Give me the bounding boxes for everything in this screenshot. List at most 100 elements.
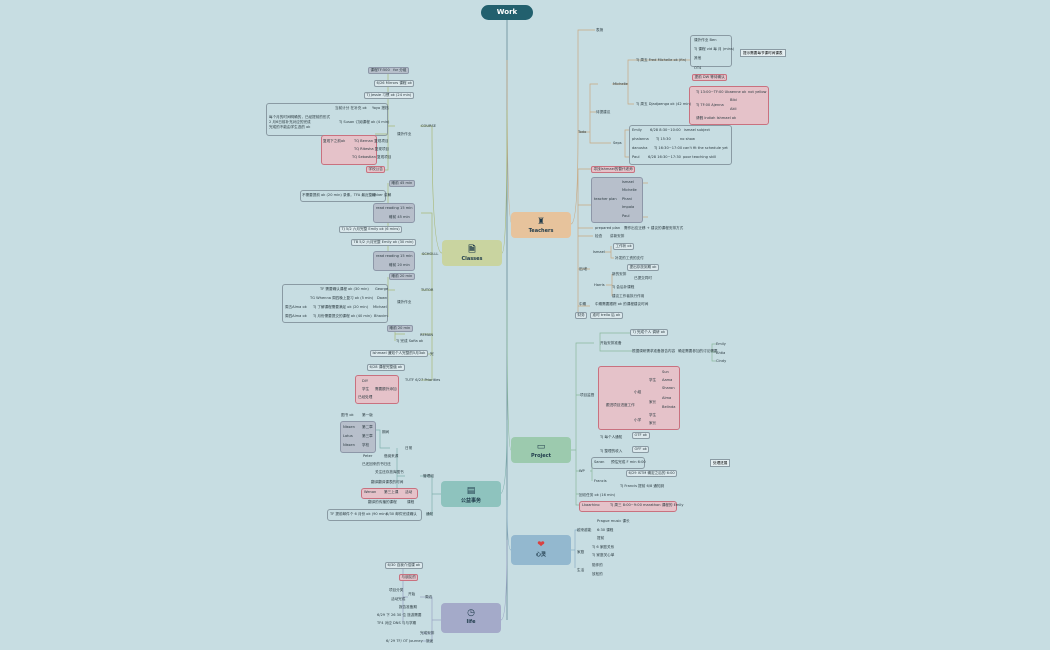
project-6[interactable]: Lkaarhino (582, 503, 600, 507)
heart-3a[interactable]: 陪伴的 (592, 563, 603, 567)
fred-sub-1[interactable]: 课外作业 Ben (694, 38, 717, 42)
progress-callout[interactable]: 处理进展 (710, 459, 731, 467)
heart-2a[interactable]: TJ 6 家庭关系 (592, 545, 615, 549)
harris-4[interactable]: 建议工作者执行作用 (612, 294, 645, 298)
opt-1[interactable]: 复现下之前ok (323, 139, 346, 143)
life-travel[interactable]: 周边 (425, 595, 433, 599)
schedule-callout[interactable]: 提示需要每节课时间课表 (740, 49, 786, 57)
school-5[interactable]: TB 5/2 六月完整 Emily ok (30 min) (351, 239, 417, 246)
life-3b[interactable]: 开始 (408, 592, 416, 596)
harris-3[interactable]: TJ 会后补课程 (612, 285, 635, 289)
dj-sub-2a[interactable]: Bibi (730, 98, 737, 102)
optional-work[interactable]: 课外作业 (397, 132, 412, 136)
tutor-2b[interactable]: George (375, 287, 389, 291)
tutor-4[interactable]: 周五Alma ok (285, 305, 307, 309)
tutor-2[interactable]: TF 需要确认课程 ok (30 min) (320, 287, 369, 291)
teachers-todo[interactable]: Todo (578, 130, 587, 134)
dj-sub-1b[interactable]: not yellow (748, 90, 767, 94)
reman-label[interactable]: REMAN (420, 333, 434, 337)
project-2b1a[interactable]: Sun (662, 370, 669, 374)
shop-mgmt[interactable]: 管理组 (423, 474, 434, 478)
midterm-desc[interactable]: 中期需要跟踪 ok 的课程建议时间 (595, 302, 649, 306)
check-desc[interactable]: 讲新安排 (610, 234, 625, 238)
life-7[interactable]: TF4 对应 DNS 与与学期 (377, 621, 417, 625)
tf-2b[interactable]: 需要额外添加 (375, 387, 397, 391)
midterm[interactable]: 中期 (579, 302, 587, 306)
project-4[interactable]: TJ 整理的收入 (600, 449, 623, 453)
school-2-label[interactable]: SCHOLLL (422, 252, 439, 256)
opt-2[interactable]: TQ Ritesha 复现项目 (354, 147, 390, 151)
fred-sub-3[interactable]: 其他 (694, 56, 702, 60)
dj-sub-3[interactable]: 请假 Indiah Ishmael ok (696, 116, 737, 120)
tf-2[interactable]: 学生 (362, 387, 370, 391)
node-shop[interactable]: ▤ 公益事务 (441, 481, 501, 507)
heart-1a[interactable]: Prague music 课长 (597, 519, 630, 523)
opt-1b[interactable]: TQ Bernan 复现项目 (354, 139, 389, 143)
life-1[interactable]: 6/30 自我介绍课 ok (385, 562, 423, 569)
project-1c1[interactable]: Emily (716, 342, 726, 346)
project-1a[interactable]: TJ 完成个人 调研 ok (630, 329, 668, 336)
teacher-plan[interactable]: teacher plan (594, 197, 617, 201)
school-7[interactable]: 睡前 20 min (389, 263, 410, 267)
harris-0[interactable]: 新的安排 (612, 272, 627, 276)
plan-m5[interactable]: Paul (622, 214, 630, 218)
life-6[interactable]: 6/29 下 26 30 位 旅游需要 (377, 613, 422, 617)
project-wp[interactable]: WP (579, 469, 585, 473)
project-2b2b[interactable]: Belinda (662, 405, 676, 409)
project-5[interactable]: 回访任务 ok (16 min) (579, 493, 616, 497)
heart-1c[interactable]: 提前 (597, 536, 605, 540)
project-2b2a[interactable]: Alma (662, 396, 672, 400)
project-2[interactable]: 项目监督 (580, 393, 595, 397)
tutor-5c[interactable]: Bhavim (374, 314, 388, 318)
shop-11[interactable]: TF 提前邮件个 6 月份 ok (90 min) (330, 512, 387, 516)
shop-5b[interactable]: 借阅来源 (384, 454, 399, 458)
fred-sub-2[interactable]: TJ 课程 vid 每 月 (mins) (694, 47, 735, 51)
tutor-3b[interactable]: Dawn (377, 296, 388, 300)
tutor-1[interactable]: 睡前 20 min (389, 273, 415, 280)
life-4[interactable]: 活动完成 (391, 597, 406, 601)
school-1[interactable]: 不需要提前 ok (20 min) (302, 193, 342, 197)
dj-sub-2b[interactable]: Akli (730, 107, 737, 111)
reman-2[interactable]: TJ 完成 Sofia ok (396, 339, 424, 343)
tutor-4b[interactable]: TJ 了解课程需要满足 ok (20 min) (313, 305, 369, 309)
dj-item[interactable]: TJ 周五 Djadjaenga ok (42 min) (636, 102, 692, 106)
project-wp2[interactable]: Francis (594, 479, 607, 483)
course-2[interactable]: 6/26 Mirrors 课程 ok (374, 80, 415, 87)
shop-daily[interactable]: 日常 (405, 446, 413, 450)
node-teachers[interactable]: ♜ Teachers (511, 212, 571, 238)
shop-course[interactable]: 课程 (407, 500, 415, 504)
shop-3b[interactable]: 第三章 (362, 434, 373, 438)
life-5[interactable]: 报告准备期 (399, 605, 417, 609)
project-wp1b[interactable]: 预估完成 F min 6:00 (611, 460, 646, 464)
project-2a[interactable]: 跟进项目进度工作 (606, 403, 635, 407)
check-item[interactable]: 检查 (595, 234, 603, 238)
finish-label[interactable]: 完 (430, 352, 434, 356)
teachers-praise[interactable]: 表扬 (596, 28, 604, 32)
tutor-homework[interactable]: 课外作业 (397, 300, 412, 304)
project-3b[interactable]: OTF ok (632, 432, 650, 439)
project-3[interactable]: TJ 每个人通知 (600, 435, 623, 439)
project-wp1[interactable]: Saran (594, 460, 605, 464)
project-2c1[interactable]: 学生 (649, 413, 657, 417)
root-node[interactable]: Work (481, 5, 533, 20)
life-9[interactable]: 旅途 (426, 639, 434, 643)
tutor-5b[interactable]: TJ 月份需要提交的课程 ok (40 min) (313, 314, 372, 318)
shop-11b[interactable]: 6/30 邮件完成确认 (386, 512, 417, 516)
heart-3[interactable]: 生活 (577, 568, 585, 572)
dj-sub-2[interactable]: TJ TF:00 Ajenna (696, 103, 724, 107)
school-1c[interactable]: Jocker 讲解 (372, 193, 392, 197)
shop-2b[interactable]: 第二章 (362, 425, 373, 429)
project-2b1[interactable]: 学生 (649, 378, 657, 382)
heart-2b[interactable]: TJ 家庭关心单 (592, 553, 615, 557)
shop-2[interactable]: Nissen (343, 425, 355, 429)
old-teachers[interactable]: 旧/老 (579, 267, 588, 271)
project-wp2b[interactable]: TJ Francis 提前 6/8 通知到 (620, 484, 665, 488)
shop-7[interactable]: 关注还存放库图书 (375, 470, 404, 474)
shop-4b[interactable]: 学校 (362, 443, 370, 447)
teachers-suggest[interactable]: 待提建议 (596, 110, 611, 114)
finish-2[interactable]: 6/28 课程完整值 ok (367, 364, 405, 371)
fred-sub-4[interactable]: OT4 (694, 66, 702, 70)
school-4[interactable]: TJ 5/2 六月完整 Emily ok (6 mins) (339, 226, 403, 233)
tf-3[interactable]: 已经处理 (358, 395, 373, 399)
plan-m3[interactable]: Phani (622, 197, 632, 201)
